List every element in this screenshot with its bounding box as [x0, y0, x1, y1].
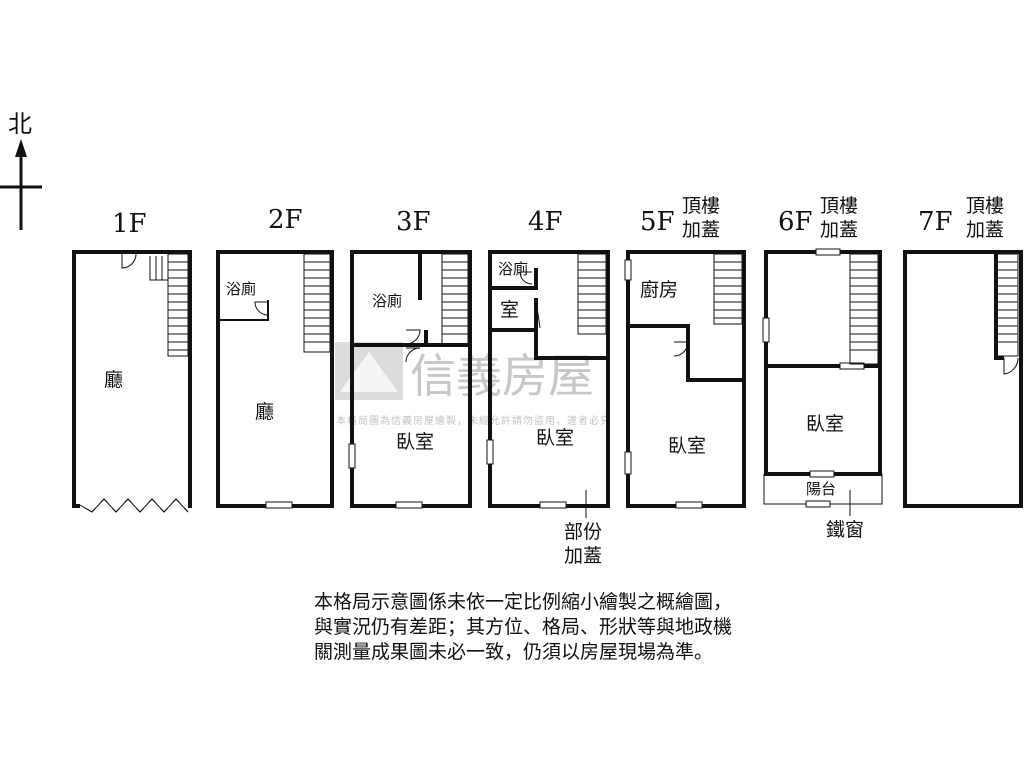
room-2f-hall: 廳: [255, 401, 274, 423]
window-6f-side: [762, 317, 770, 343]
stairs-4f: [577, 253, 607, 335]
floor-label-1f: 1F: [112, 209, 147, 239]
door-3f-bath: [405, 329, 421, 345]
iron-window-label: 鐵窗: [826, 519, 864, 541]
door-2f-bath: [254, 301, 269, 316]
tag-6f-line2: 加蓋: [820, 219, 858, 241]
window-6f-balcony: [805, 500, 831, 508]
floor-2f: 2F 浴廁 廳: [216, 205, 334, 509]
room-3f-bedroom: 臥室: [396, 431, 434, 453]
partial-addition-label-1: 部份: [564, 521, 602, 543]
room-1f-hall: 廳: [104, 369, 123, 391]
window-5f-bottom: [675, 501, 703, 509]
stairs-2f: [303, 253, 331, 353]
window-5f-side-top: [624, 259, 632, 281]
room-4f-bath: 浴廁: [498, 260, 528, 278]
room-6f-balcony: 陽台: [806, 480, 836, 498]
window-5f-side-bottom: [624, 451, 632, 475]
tag-5f-line1: 頂樓: [682, 195, 720, 217]
window-4f-side: [486, 439, 494, 465]
floor-7f: 7F 頂樓 加蓋: [903, 195, 1023, 508]
floor-3f: 3F 浴廁 臥室: [348, 207, 472, 509]
watermark-notice: 本格局圖為信義房屋繪製，未經允許請勿盜用，違者必究: [336, 414, 611, 427]
floor-label-7f: 7F: [918, 207, 953, 237]
north-compass: 北: [0, 110, 42, 230]
stairs-1f: [149, 253, 189, 357]
disclaimer-line-2: 與實況仍有差距；其方位、格局、形狀等與地政機: [314, 616, 733, 638]
partial-addition-label-2: 加蓋: [564, 545, 602, 567]
door-6f-bedroom: [839, 362, 865, 370]
room-4f-room: 室: [500, 299, 519, 321]
tag-5f-line2: 加蓋: [682, 219, 720, 241]
bathroom-wall-2f: [220, 300, 269, 321]
door-5f-kitchen: [673, 341, 689, 357]
door-4f-bath: [519, 271, 533, 285]
window-3f-side: [348, 443, 356, 469]
floor-1f: 1F 廳: [72, 209, 192, 513]
window-4f-bottom: [539, 501, 567, 509]
floor-label-3f: 3F: [396, 207, 431, 237]
watermark: 信義房屋 本格局圖為信義房屋繪製，未經允許請勿盜用，違者必究: [335, 342, 611, 427]
tag-7f-line2: 加蓋: [966, 219, 1004, 241]
stairs-6f: [849, 253, 879, 365]
window-6f-top: [815, 248, 841, 256]
room-3f-bath: 浴廁: [372, 292, 402, 310]
stairs-3f: [441, 253, 469, 345]
door-6f-balcony: [809, 470, 835, 478]
disclaimer-line-3: 關測量成果圖未必一致，仍須以房屋現場為準。: [314, 641, 714, 663]
north-label: 北: [8, 110, 32, 138]
floor-label-6f: 6F: [778, 207, 813, 237]
room-6f-bedroom: 臥室: [806, 413, 844, 435]
room-5f-bedroom: 臥室: [668, 435, 706, 457]
door-1f: [121, 253, 137, 269]
room-2f-bath: 浴廁: [226, 280, 256, 298]
stairs-7f: [995, 253, 1019, 357]
floor-5f: 5F 頂樓 加蓋 廚房 臥室: [624, 195, 746, 509]
floor-4f: 4F 浴廁 室 臥室 部份 加蓋: [486, 207, 610, 567]
room-4f-bedroom: 臥室: [536, 427, 574, 449]
floor-7f-outline: [903, 250, 1023, 508]
disclaimer-note: 本格局示意圖係未依一定比例縮小繪製之概繪圖， 與實況仍有差距；其方位、格局、形狀…: [314, 590, 794, 665]
door-3f-bedroom: [405, 347, 421, 363]
floor-label-5f: 5F: [640, 207, 675, 237]
door-7f: [1003, 357, 1019, 375]
floor-label-4f: 4F: [528, 207, 563, 237]
room-5f-kitchen: 廚房: [640, 278, 678, 301]
floor-label-2f: 2F: [268, 205, 303, 235]
window-2f: [265, 501, 293, 509]
sliding-door-4f: [535, 299, 541, 329]
disclaimer-line-1: 本格局示意圖係未依一定比例縮小繪製之概繪圖，: [314, 591, 733, 613]
floor-6f: 6F 頂樓 加蓋 臥室 陽台 鐵窗: [762, 195, 883, 541]
window-3f-bottom: [395, 501, 423, 509]
tag-6f-line1: 頂樓: [820, 195, 858, 217]
tag-7f-line1: 頂樓: [966, 195, 1004, 217]
watermark-logo-roof-icon: [340, 352, 398, 392]
stairs-5f: [713, 253, 743, 325]
north-arrow-icon: [15, 139, 27, 157]
floor-1f-outline: [72, 250, 192, 508]
